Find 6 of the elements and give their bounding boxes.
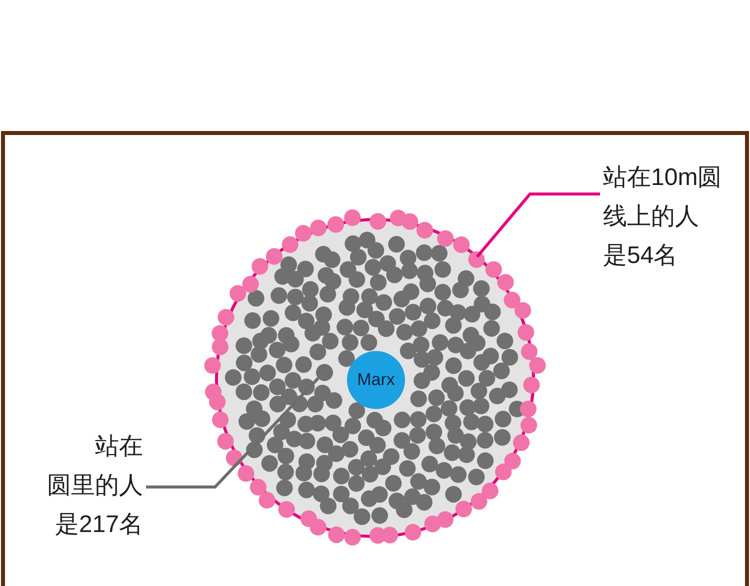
center-person-marker: Marx [347,351,405,409]
leader-line [476,192,600,258]
callout-text: 站在圆里的人是217名 [47,427,143,544]
person-dot [316,364,332,380]
callout-text: 站在10m圆线上的人是54名 [603,158,722,275]
leader-line [146,377,320,488]
